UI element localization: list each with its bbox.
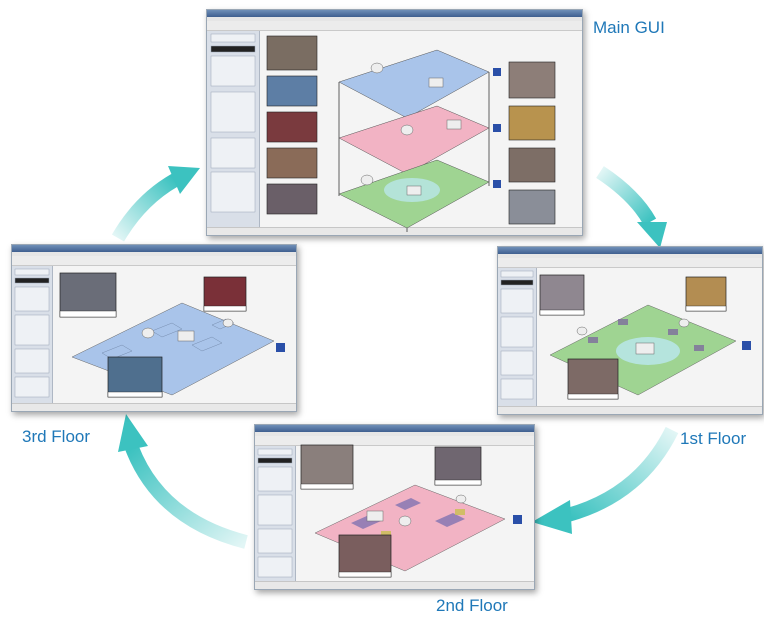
main-toolbar [207, 21, 582, 31]
floor2-window [254, 424, 535, 590]
floor2-toolbar [255, 436, 534, 446]
floor2-title-bar [255, 425, 534, 432]
floor1-toolbar [498, 258, 762, 268]
caption-3rd-floor: 3rd Floor [22, 427, 91, 446]
floor1-title-bar [498, 247, 762, 254]
floor1-window [497, 246, 763, 415]
cycle-arrow-bottom-right [532, 426, 679, 534]
floor2-status-bar [255, 581, 534, 589]
main-content-graphics [210, 33, 556, 232]
floor3-title-bar [12, 245, 296, 252]
cycle-arrow-top-left [111, 166, 200, 242]
floor3-toolbar [12, 256, 296, 266]
floor1-content-graphics [500, 270, 751, 400]
floor2-menu-bar [255, 432, 534, 436]
main-stacked-floors [338, 49, 490, 232]
floor1-menu-bar [498, 254, 762, 258]
floor2-content-graphics [257, 444, 522, 578]
caption-main-gui: Main GUI [593, 18, 665, 37]
floor3-window [11, 244, 297, 412]
main-right-thumbnails [508, 61, 556, 225]
floor3-status-bar [12, 403, 296, 411]
main-left-thumbnails [266, 35, 318, 215]
cycle-arrow-bottom-left [118, 414, 248, 549]
floor3-content-graphics [14, 268, 285, 398]
floor3-menu-bar [12, 252, 296, 256]
caption-1st-floor: 1st Floor [680, 429, 747, 448]
main-status-bar [207, 227, 582, 235]
cycle-arrow-top-right [596, 166, 667, 248]
floor1-status-bar [498, 406, 762, 414]
main-gui-window [206, 9, 583, 236]
main-menu-bar [207, 17, 582, 21]
main-title-bar [207, 10, 582, 17]
caption-2nd-floor: 2nd Floor [436, 596, 508, 615]
